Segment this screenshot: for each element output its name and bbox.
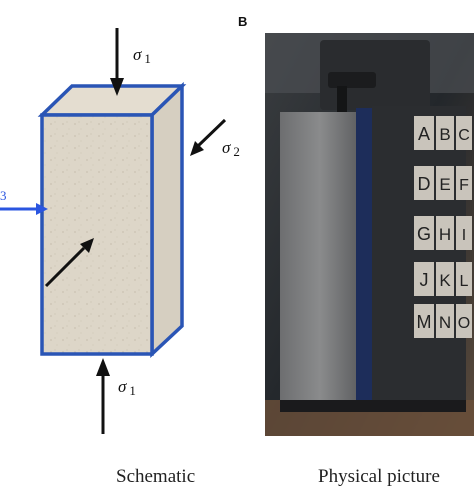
block-side-face [150,81,184,359]
tile-J: J [414,262,434,296]
svg-text:M: M [417,312,432,332]
tile-M: M [414,304,434,338]
tile-N: N [436,304,454,338]
svg-text:K: K [439,271,451,290]
tile-O: O [456,304,472,338]
svg-text:D: D [418,174,431,194]
tile-E: E [436,166,454,200]
tile-C: C [456,116,472,150]
arrow-sigma3-left [0,203,48,215]
panel-label-b: B [238,14,248,29]
tile-L: L [456,262,472,296]
tile-B: B [436,116,454,150]
svg-text:A: A [418,124,430,144]
svg-text:C: C [458,127,470,144]
letter-grid: A B C D E F G H I J K L M N O [414,116,472,338]
svg-text:N: N [439,313,451,332]
arrow-sigma2-inner [44,238,94,288]
tile-K: K [436,262,454,296]
svg-text:O: O [458,315,470,332]
tile-D: D [414,166,434,200]
block-front-face [40,113,154,356]
svg-text:G: G [417,224,431,244]
label-sigma3-sub: 3 [0,188,7,203]
svg-text:E: E [439,175,450,194]
arrow-sigma2-right [190,118,227,156]
svg-text:B: B [439,125,450,144]
svg-text:H: H [439,225,451,244]
svg-text:F: F [459,177,469,194]
caption-physical-picture: Physical picture [318,466,440,487]
caption-schematic: Schematic [116,466,196,487]
svg-text:I: I [462,227,466,244]
steel-body [280,112,360,402]
tile-A: A [414,116,434,150]
tile-H: H [436,216,454,250]
svg-text:L: L [460,273,469,290]
arrow-sigma1-bottom [96,358,110,434]
arrow-sigma1-top [110,28,124,96]
svg-text:J: J [420,270,429,290]
photo-panel: A B C D E F G H I J K L M N O [265,33,474,436]
tile-I: I [456,216,472,250]
tile-G: G [414,216,434,250]
tile-F: F [456,166,472,200]
